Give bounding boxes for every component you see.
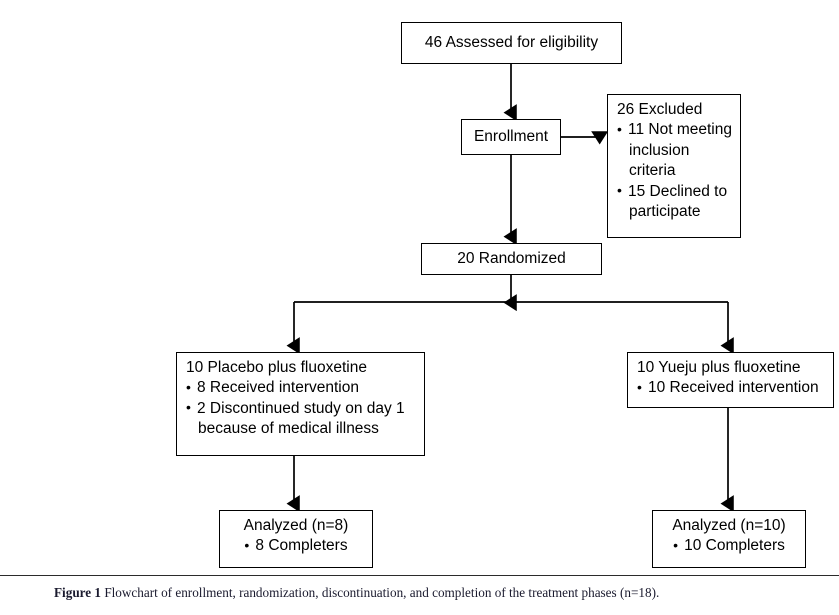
bullet-text: 10 Completers xyxy=(684,537,785,555)
node-randomized: 20 Randomized xyxy=(421,243,602,275)
list-item: 2 Discontinued study on day 1 because of… xyxy=(186,398,417,440)
node-randomized-label: 20 Randomized xyxy=(457,249,566,267)
list-item: 10 Received intervention xyxy=(637,378,826,398)
node-assessed-for-eligibility: 46 Assessed for eligibility xyxy=(401,22,622,64)
node-analyzed-yueju-bullets: 10 Completers xyxy=(673,536,785,556)
bullet-text-cont: criteria xyxy=(629,162,676,180)
node-excluded-bullets: 11 Not meeting inclusion criteria 15 Dec… xyxy=(617,120,733,222)
bullet-text-cont: participate xyxy=(629,203,701,221)
bullet-text: 2 Discontinued study on day 1 xyxy=(197,399,405,417)
node-yueju-bullets: 10 Received intervention xyxy=(637,378,826,398)
list-item: 8 Received intervention xyxy=(186,378,417,398)
bullet-text: 8 Received intervention xyxy=(197,379,359,397)
bullet-text: 15 Declined to xyxy=(628,182,728,200)
node-analyzed-yueju: Analyzed (n=10) 10 Completers xyxy=(652,510,806,568)
node-excluded-label: 26 Excluded xyxy=(617,101,703,118)
node-assessed-label: 46 Assessed for eligibility xyxy=(424,33,599,51)
bullet-text-cont: inclusion xyxy=(629,141,690,159)
node-analyzed-placebo: Analyzed (n=8) 8 Completers xyxy=(219,510,373,568)
list-item: 8 Completers xyxy=(244,536,347,556)
node-yueju-arm: 10 Yueju plus fluoxetine 10 Received int… xyxy=(627,352,834,408)
node-placebo-bullets: 8 Received intervention 2 Discontinued s… xyxy=(186,378,417,439)
bullet-text: 10 Received intervention xyxy=(648,379,819,397)
node-enrollment: Enrollment xyxy=(461,119,561,155)
node-placebo-arm: 10 Placebo plus fluoxetine 8 Received in… xyxy=(176,352,425,456)
divider xyxy=(0,575,839,576)
node-enrollment-label: Enrollment xyxy=(473,127,549,145)
node-excluded: 26 Excluded 11 Not meeting inclusion cri… xyxy=(607,94,741,238)
node-placebo-label: 10 Placebo plus fluoxetine xyxy=(186,359,367,376)
list-item: 11 Not meeting inclusion criteria xyxy=(617,120,733,181)
node-analyzed-yueju-label: Analyzed (n=10) xyxy=(672,517,786,534)
figure-caption-text: Flowchart of enrollment, randomization, … xyxy=(104,585,660,600)
figure-caption: Figure 1 Flowchart of enrollment, random… xyxy=(54,585,834,601)
node-yueju-label: 10 Yueju plus fluoxetine xyxy=(637,359,801,376)
bullet-text: 8 Completers xyxy=(255,537,348,555)
list-item: 10 Completers xyxy=(673,536,785,556)
node-analyzed-placebo-bullets: 8 Completers xyxy=(244,536,347,556)
bullet-text: 11 Not meeting xyxy=(628,121,732,139)
node-analyzed-placebo-label: Analyzed (n=8) xyxy=(243,517,349,534)
bullet-text-cont: because of medical illness xyxy=(198,420,379,438)
list-item: 15 Declined to participate xyxy=(617,181,733,223)
figure-caption-label: Figure 1 xyxy=(54,585,102,600)
